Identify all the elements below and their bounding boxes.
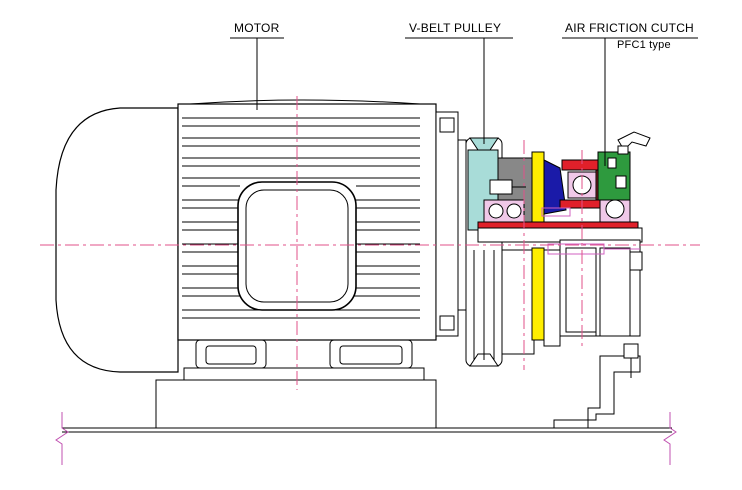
leader-lines (230, 37, 698, 166)
ground-line (62, 427, 672, 433)
motor-feet (195, 339, 413, 369)
air-piston-housing (597, 151, 631, 201)
motor-base (155, 367, 437, 429)
air-inlet-fitting (617, 131, 651, 155)
break-marks (55, 412, 677, 465)
clutch-type-label: PFC1 type (617, 39, 671, 51)
motor-front-flange (435, 111, 467, 337)
motor-label: MOTOR (234, 21, 280, 35)
cooling-fins (182, 117, 420, 319)
v-belt-pulley-label: V-BELT PULLEY (409, 21, 502, 35)
support-bracket (553, 343, 641, 429)
motor-fan-cover (55, 107, 179, 373)
center-lines (40, 96, 700, 390)
motor-body (177, 99, 437, 341)
v-belt-pulley (465, 137, 503, 367)
clutch-driven-housing (559, 239, 643, 337)
air-friction-clutch-label: AIR FRICTION CUTCH (565, 21, 694, 35)
hidden-lines (541, 207, 640, 255)
